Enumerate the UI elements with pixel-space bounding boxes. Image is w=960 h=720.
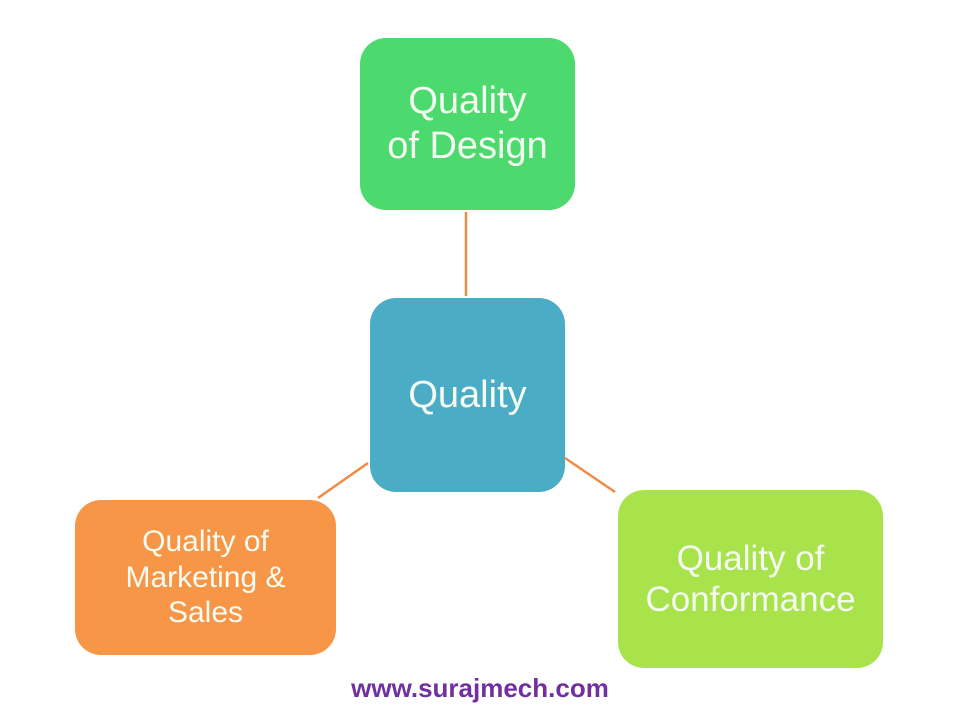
node-label-line: Quality of xyxy=(676,538,825,578)
node-label-line: Sales xyxy=(167,596,244,630)
connector-center-conformance xyxy=(564,456,616,494)
node-quality-center: Quality xyxy=(370,298,565,492)
node-quality-of-design: Quality of Design xyxy=(360,38,575,210)
node-quality-of-marketing-sales: Quality of Marketing & Sales xyxy=(75,500,336,655)
node-label-line: Marketing & xyxy=(125,560,286,594)
node-label-line: Conformance xyxy=(645,580,856,619)
node-label-line: Quality xyxy=(408,80,527,123)
node-quality-of-conformance: Quality of Conformance xyxy=(618,490,883,668)
node-label-line: Quality of xyxy=(142,525,269,559)
center-label: Quality xyxy=(408,373,527,416)
node-label-line: of Design xyxy=(387,125,548,167)
connector-center-marketing xyxy=(317,461,369,500)
website-footer: www.surajmech.com xyxy=(351,673,609,703)
